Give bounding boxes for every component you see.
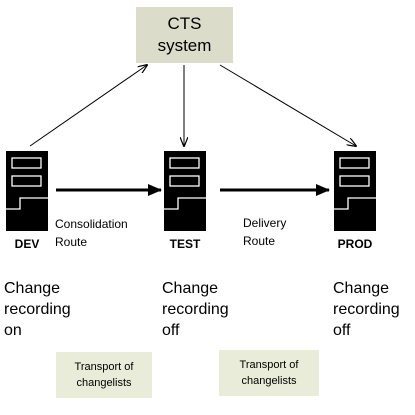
prod-change-line1: Change <box>333 280 390 297</box>
prod-server-icon <box>334 151 376 231</box>
transport-2-line2: changelists <box>241 375 297 387</box>
dev-label: DEV <box>14 237 40 251</box>
prod-change-recording: Change recording off <box>333 278 400 341</box>
transport-box-delivery: Transport of changelists <box>219 350 319 396</box>
cts-to-dev-arrow <box>29 65 147 147</box>
consolidation-route-label: Consolidation Route <box>55 215 128 251</box>
prod-change-line2: recording <box>333 301 400 318</box>
test-change-line1: Change <box>162 280 219 297</box>
prod-change-line3: off <box>333 322 351 339</box>
test-server-icon <box>164 151 206 231</box>
test-change-line3: off <box>162 322 180 339</box>
transport-box-consolidation: Transport of changelists <box>56 352 152 398</box>
consolidation-line2: Route <box>55 235 88 249</box>
delivery-route-label: Delivery Route <box>243 214 286 250</box>
cts-system-box: CTS system <box>136 7 233 63</box>
cts-title-line2: system <box>157 36 212 55</box>
dev-change-line3: on <box>4 322 22 339</box>
transport-1-line1: Transport of <box>74 361 134 373</box>
delivery-line2: Route <box>243 234 276 248</box>
prod-label: PROD <box>337 237 373 251</box>
consolidation-line1: Consolidation <box>55 217 128 231</box>
dev-change-line1: Change <box>4 280 61 297</box>
transport-2-line1: Transport of <box>239 359 299 371</box>
delivery-line1: Delivery <box>243 216 287 230</box>
test-change-recording: Change recording off <box>162 278 229 341</box>
dev-server-icon <box>6 151 48 231</box>
test-change-line2: recording <box>162 301 229 318</box>
cts-to-prod-arrow <box>219 64 356 146</box>
transport-1-line2: changelists <box>76 377 132 389</box>
dev-change-line2: recording <box>4 301 71 318</box>
dev-change-recording: Change recording on <box>4 278 71 341</box>
cts-title-line1: CTS <box>167 14 202 33</box>
test-label: TEST <box>169 237 201 251</box>
